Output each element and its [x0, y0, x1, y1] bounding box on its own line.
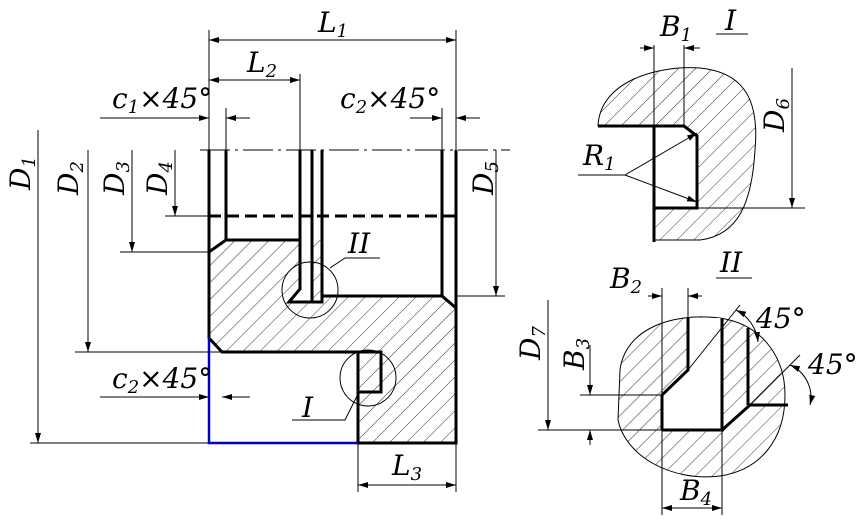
- detail-circle-I: [339, 349, 397, 407]
- svg-text:D3: D3: [98, 161, 134, 196]
- leader-I: [292, 393, 359, 421]
- svg-text:D4: D4: [141, 161, 177, 196]
- detail-I-title: I: [724, 4, 737, 37]
- detail-I-contour: [598, 124, 699, 242]
- detail-II-title: II: [719, 246, 743, 279]
- leader-II: [329, 257, 380, 269]
- dim-L3: L3: [357, 443, 457, 492]
- dim-D3: D3: [98, 150, 209, 253]
- dim-c1: c1×45°: [100, 82, 250, 150]
- svg-text:B1: B1: [659, 10, 692, 46]
- detail-I-outline: [597, 67, 757, 241]
- dim-c2-top: c2×45°: [340, 82, 480, 150]
- svg-text:c2×45°: c2×45°: [112, 362, 212, 398]
- svg-text:L2: L2: [246, 46, 277, 82]
- detail-II: B2 II B4 D7 B3 45° 45°: [514, 246, 858, 515]
- dim-L2: L2: [209, 46, 301, 150]
- dim-D2: D2: [52, 150, 222, 353]
- svg-text:B2: B2: [609, 262, 642, 298]
- svg-text:D5: D5: [467, 161, 503, 196]
- svg-text:D2: D2: [52, 161, 88, 196]
- dim-D5: D5: [456, 150, 505, 297]
- svg-text:R1: R1: [582, 139, 616, 175]
- main-section-hatch: [209, 240, 456, 443]
- svg-text:D6: D6: [758, 98, 794, 133]
- L1-sub: 1: [337, 21, 348, 42]
- marker-I: I: [301, 391, 314, 424]
- detail-I-hatch: [598, 67, 756, 240]
- detail-II-outline: [617, 316, 786, 478]
- svg-text:B3: B3: [558, 338, 594, 371]
- svg-text:D1: D1: [4, 156, 40, 191]
- marker-II: II: [347, 227, 371, 260]
- svg-text:D7: D7: [514, 326, 550, 361]
- svg-text:B4: B4: [679, 474, 712, 510]
- angle-label-2: 45°: [807, 348, 858, 381]
- svg-text:L1: L1: [317, 6, 348, 42]
- dim-D1: D1: [4, 130, 209, 444]
- detail-I: B1 I D6 R1: [578, 4, 805, 242]
- dim-L1: L1: [208, 6, 457, 150]
- blue-contour: [207, 338, 358, 445]
- svg-text:c1×45°: c1×45°: [112, 82, 212, 118]
- dim-c2-bottom: c2×45°: [100, 362, 250, 400]
- svg-text:L3: L3: [391, 449, 422, 485]
- L1-main: L: [317, 6, 337, 39]
- svg-text:c2×45°: c2×45°: [340, 82, 440, 118]
- detail-circle-II: [281, 261, 339, 319]
- main-view: [200, 149, 510, 445]
- angle-label-1: 45°: [755, 302, 806, 335]
- dim-D4: D4: [141, 150, 209, 217]
